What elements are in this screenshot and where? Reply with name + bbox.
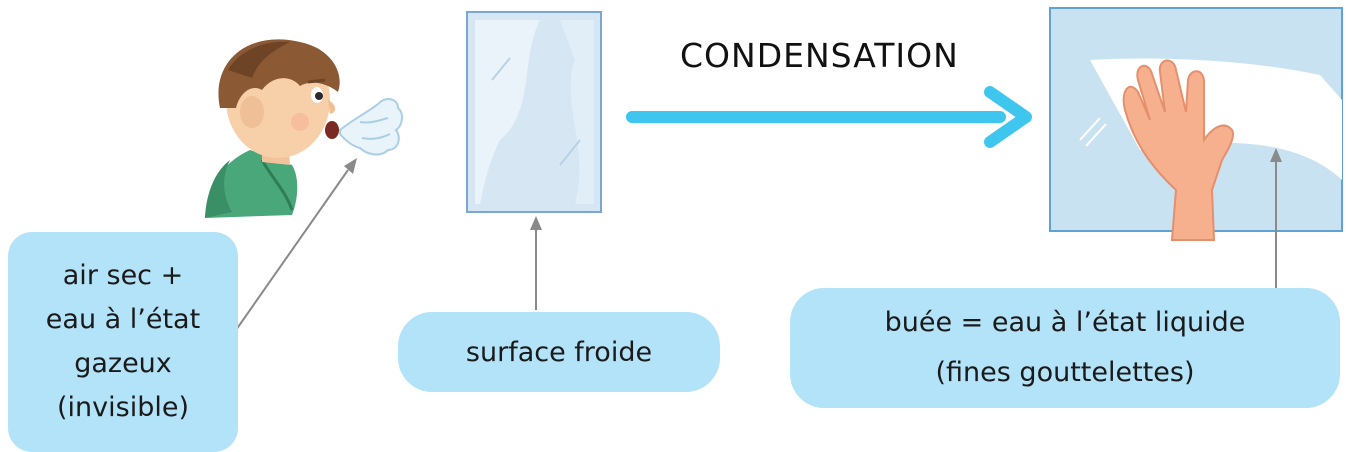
boy-blowing-icon <box>205 39 340 218</box>
label-surface: surface froide <box>398 312 720 392</box>
diagram-title: CONDENSATION <box>680 36 959 75</box>
label-breath-line-2: eau à l’état <box>45 304 201 335</box>
breath-cloud-icon <box>339 98 404 156</box>
label-surface-text: surface froide <box>465 336 653 368</box>
label-breath-line-1: air sec + <box>62 260 184 291</box>
label-fog: buée = eau à l’état liquide (fines goutt… <box>790 288 1340 408</box>
hand-icon <box>1122 59 1234 241</box>
label-breath: air sec + eau à l’état gazeux (invisible… <box>8 232 238 452</box>
label-breath-line-3: gazeux <box>74 348 172 379</box>
cold-glass-pane-icon <box>466 11 602 213</box>
pointer-breath <box>235 158 357 331</box>
label-fog-line-1: buée = eau à l’état liquide <box>884 307 1246 338</box>
pointer-surface <box>530 216 542 310</box>
pointer-fog <box>1270 148 1282 288</box>
condensation-arrow <box>626 86 1032 148</box>
label-fog-line-2: (fines gouttelettes) <box>935 357 1195 388</box>
label-breath-line-4: (invisible) <box>57 392 189 423</box>
